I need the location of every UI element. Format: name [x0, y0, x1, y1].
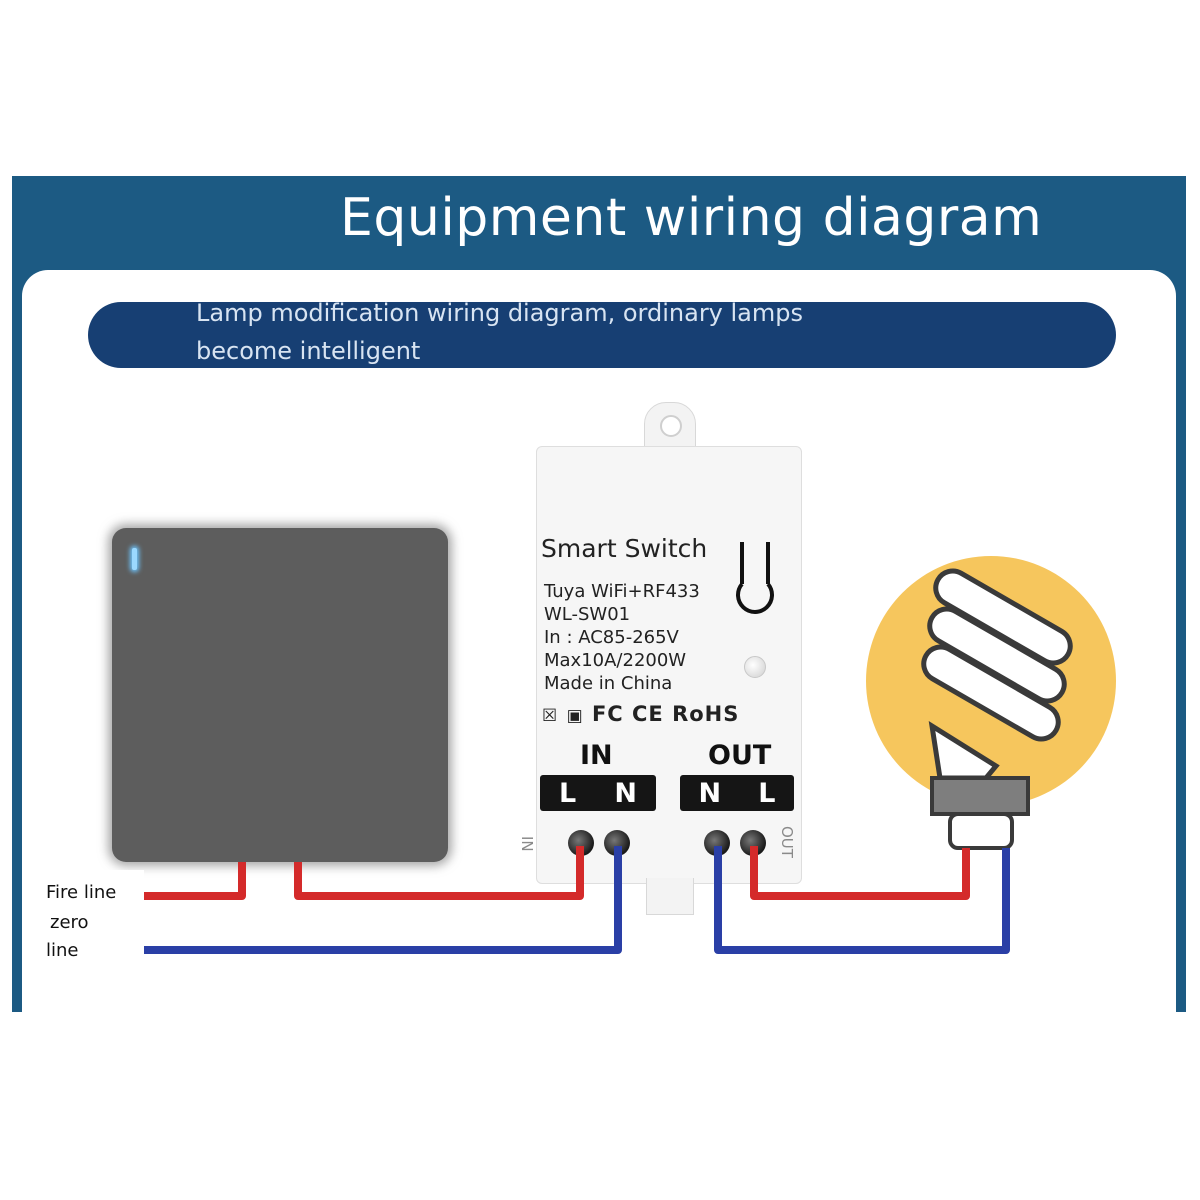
subtitle-banner	[88, 302, 1116, 368]
in-terminal-n: N	[614, 777, 637, 809]
spec-line: Max10A/2200W	[544, 650, 687, 671]
zero-wire-out-to-lamp	[714, 846, 1010, 954]
page-title: Equipment wiring diagram	[340, 188, 1043, 248]
in-terminal-block: L N	[540, 775, 656, 811]
status-led-icon	[744, 656, 766, 678]
certification-marks: ☒ ▣ FC CE RoHS	[542, 702, 739, 726]
subtitle-line-1: Lamp modification wiring diagram, ordina…	[196, 299, 804, 327]
module-specs: Tuya WiFi+RF433 WL-SW01 In : AC85-265V M…	[544, 580, 700, 695]
subtitle-text: Lamp modification wiring diagram, ordina…	[196, 294, 876, 370]
out-terminal-block: N L	[680, 775, 794, 811]
spec-line: WL-SW01	[544, 604, 631, 625]
spec-line: Made in China	[544, 673, 673, 694]
out-port-label: OUT	[708, 740, 772, 771]
wall-switch-panel	[112, 528, 448, 862]
subtitle-line-2: become intelligent	[196, 337, 421, 365]
out-terminal-n: N	[698, 777, 722, 809]
out-terminal-l: L	[758, 777, 776, 809]
cert-text: FC CE RoHS	[591, 702, 740, 726]
spec-line: Tuya WiFi+RF433	[544, 581, 700, 602]
mounting-hole-icon	[660, 415, 682, 437]
in-terminal-l: L	[559, 777, 577, 809]
bottom-mounting-tab	[646, 878, 694, 915]
switch-indicator-icon	[132, 548, 137, 570]
legend-line: line	[46, 940, 79, 961]
legend-zero: zero	[50, 912, 89, 933]
weee-icon: ☒	[542, 706, 559, 726]
legend-area	[24, 870, 144, 990]
zero-wire-supply	[144, 846, 622, 954]
fire-wire-switch-to-in	[294, 846, 584, 900]
push-button-icon	[736, 542, 774, 614]
legend-fire-line: Fire line	[46, 882, 117, 903]
double-insulation-icon: ▣	[566, 706, 584, 726]
fire-wire-supply	[144, 862, 246, 900]
in-port-label: IN	[580, 740, 613, 771]
module-name: Smart Switch	[541, 534, 708, 563]
cfl-bulb-icon	[921, 568, 1073, 850]
fire-wire-out-to-lamp	[750, 846, 970, 900]
spec-line: In : AC85-265V	[544, 627, 679, 648]
